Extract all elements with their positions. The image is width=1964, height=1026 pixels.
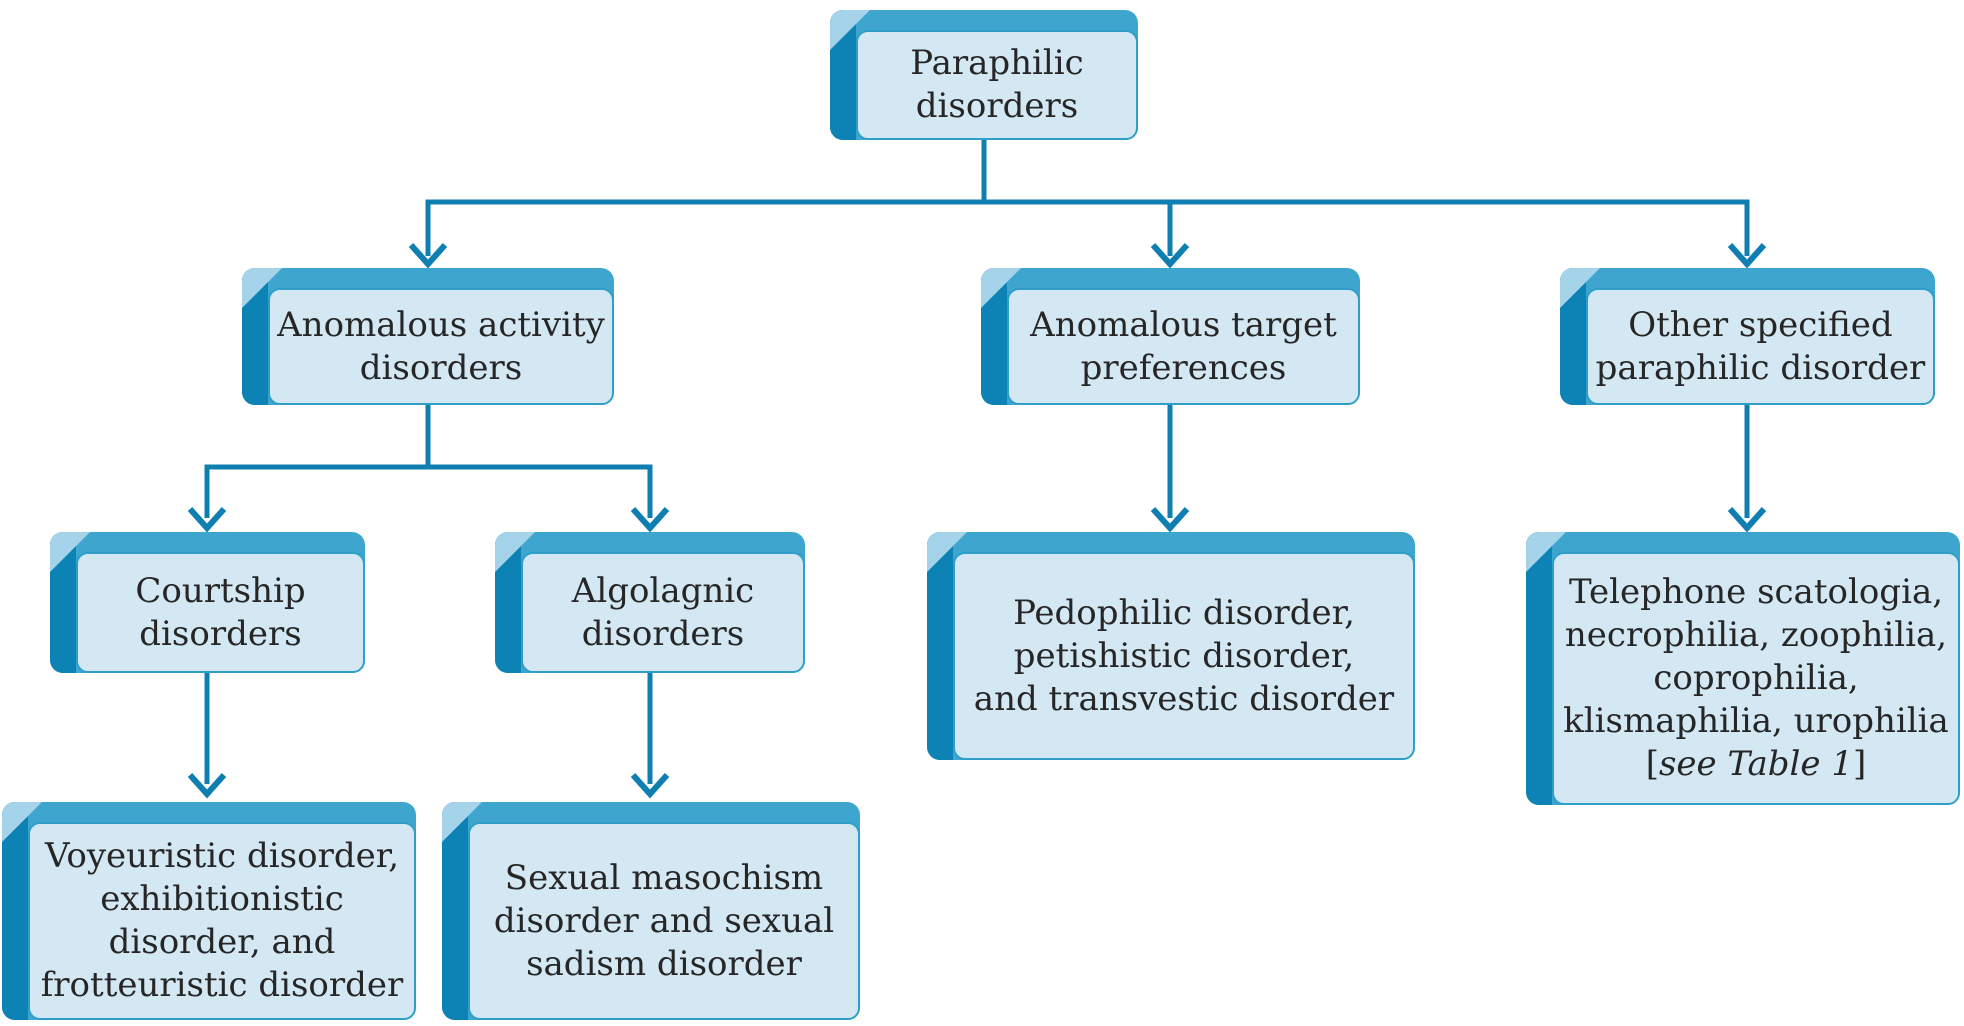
note-bracket-close: ] xyxy=(1853,744,1867,784)
node-face: Courtship disorders xyxy=(76,552,365,673)
node-paraphilic-disorders: Paraphilic disorders xyxy=(830,10,1138,140)
edge-level1-rail xyxy=(425,199,1750,256)
node-label: Other specified paraphilic disorder xyxy=(1595,304,1926,388)
node-face: Other specified paraphilic disorder xyxy=(1586,288,1935,405)
node-telephone-scatologia-group: Telephone scatologia, necrophilia, zooph… xyxy=(1526,532,1960,805)
node-face: Telephone scatologia, necrophilia, zooph… xyxy=(1552,552,1960,805)
edge-level2-rail xyxy=(204,464,653,518)
node-face: Voyeuristic disorder, exhibitionistic di… xyxy=(28,822,416,1020)
arrowhead xyxy=(408,242,448,269)
node-voyeuristic-exhibitionistic-frotteuristic: Voyeuristic disorder, exhibitionistic di… xyxy=(2,802,416,1020)
node-pedophilic-petishistic-transvestic: Pedophilic disorder, petishistic disorde… xyxy=(927,532,1415,760)
node-face: Sexual masochism disorder and sexual sad… xyxy=(468,822,860,1020)
node-label: Voyeuristic disorder, exhibitionistic di… xyxy=(40,836,404,1005)
node-label: Anomalous target preferences xyxy=(1030,304,1337,388)
node-sexual-masochism-sadism: Sexual masochism disorder and sexual sad… xyxy=(442,802,860,1020)
arrowhead xyxy=(1727,242,1767,269)
node-face: Anomalous target preferences xyxy=(1007,288,1360,405)
node-anomalous-activity-disorders: Anomalous activity disorders xyxy=(242,268,614,405)
arrowhead xyxy=(187,506,227,533)
node-algolagnic-disorders: Algolagnic disorders xyxy=(495,532,805,673)
node-face: Paraphilic disorders xyxy=(856,30,1138,140)
note-bracket-open: [ xyxy=(1645,744,1659,784)
node-see-table-note: [see Table 1] xyxy=(1646,743,1867,786)
node-label: Algolagnic disorders xyxy=(571,570,755,654)
arrowhead xyxy=(1150,506,1190,533)
node-other-specified-paraphilic-disorder: Other specified paraphilic disorder xyxy=(1560,268,1935,405)
node-anomalous-target-preferences: Anomalous target preferences xyxy=(981,268,1360,405)
node-courtship-disorders: Courtship disorders xyxy=(50,532,365,673)
node-label: Pedophilic disorder, petishistic disorde… xyxy=(973,592,1395,719)
node-label: Courtship disorders xyxy=(135,570,306,654)
arrowhead xyxy=(187,772,227,799)
arrowhead xyxy=(1727,506,1767,533)
node-face: Algolagnic disorders xyxy=(521,552,805,673)
node-face: Pedophilic disorder, petishistic disorde… xyxy=(953,552,1415,760)
node-label: Anomalous activity disorders xyxy=(277,304,605,388)
arrowhead xyxy=(630,506,670,533)
node-label: Paraphilic disorders xyxy=(910,43,1084,126)
node-face: Anomalous activity disorders xyxy=(268,288,614,405)
arrowhead xyxy=(630,772,670,799)
arrowhead xyxy=(1150,242,1190,269)
node-label: Sexual masochism disorder and sexual sad… xyxy=(493,857,835,984)
note-italic-text: see Table 1 xyxy=(1658,744,1853,784)
node-label: Telephone scatologia, necrophilia, zooph… xyxy=(1563,572,1949,741)
